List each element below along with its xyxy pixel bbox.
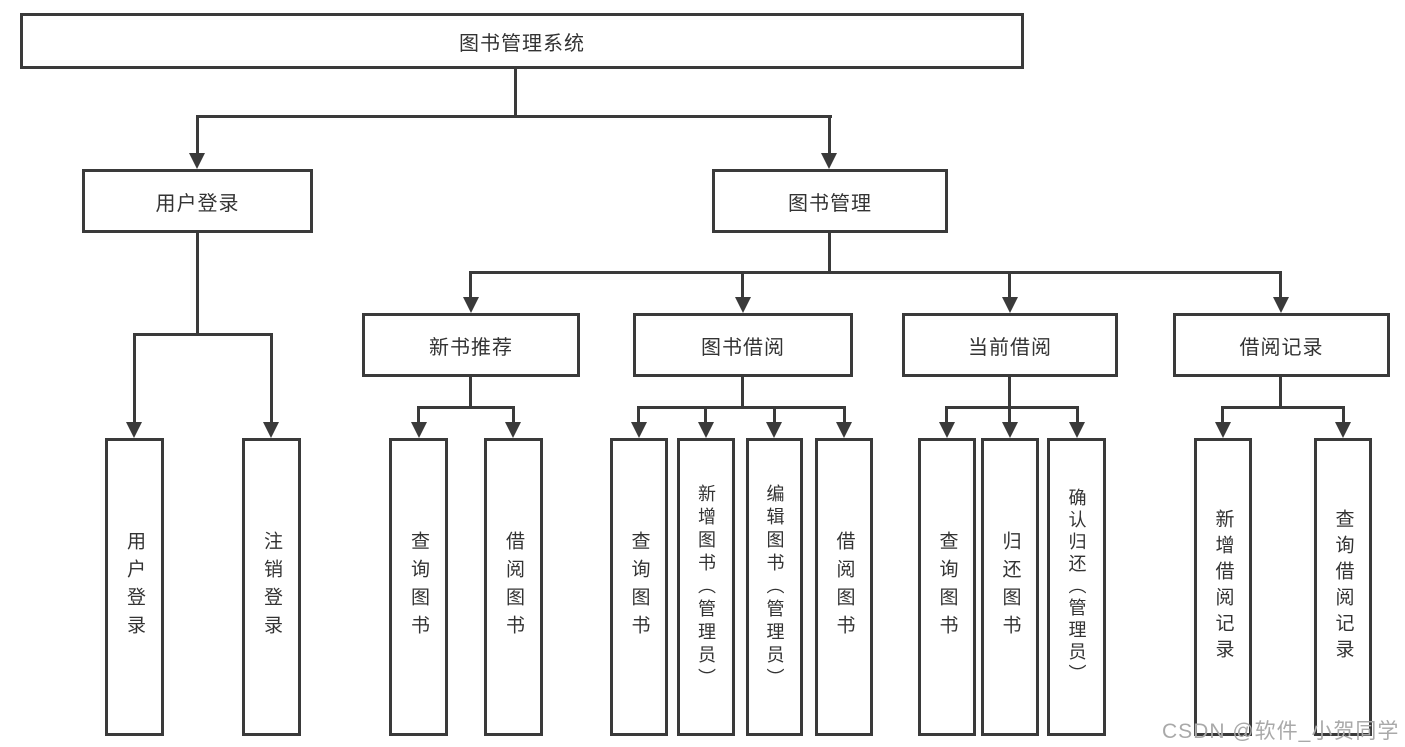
leaf-edit-book-admin: 编辑图书（管理员） [746,438,803,736]
connector-to-leaf-logout [270,333,273,424]
leaf-user-login: 用户登录 [105,438,164,736]
connector-to-leaf-return-book [1008,406,1011,424]
connector-to-leaf-borrow2 [843,406,846,424]
connector-to-leaf-confirm-return [1076,406,1079,424]
connector-book-borrow-stub [741,377,744,409]
node-root-label: 图书管理系统 [459,32,585,55]
leaf-return-book-label: 归还图书 [999,531,1021,643]
node-current-borrow-label: 当前借阅 [968,336,1052,359]
node-current-borrow: 当前借阅 [902,313,1118,377]
arrowhead-leaf-query-record [1335,422,1351,438]
leaf-borrow-books-label: 借阅图书 [833,531,855,643]
leaf-add-borrow-record-label: 新增借阅记录 [1212,509,1234,665]
connector-to-book-management [828,115,831,155]
leaf-query-books-current-label: 查询图书 [936,531,958,643]
connector-to-leaf-user-login [133,333,136,424]
node-book-management-label: 图书管理 [788,192,872,215]
arrowhead-leaf-borrow2 [836,422,852,438]
leaf-query-borrow-record: 查询借阅记录 [1314,438,1372,736]
connector-to-user-login [196,115,199,155]
arrowhead-current-borrow [1002,297,1018,313]
leaf-edit-book-admin-label: 编辑图书（管理员） [764,483,785,691]
connector-current-borrow-split [945,406,1079,409]
connector-to-leaf-query-record [1342,406,1345,424]
connector-to-leaf-add-book [704,406,707,424]
node-root: 图书管理系统 [20,13,1024,69]
leaf-query-books-recommend: 查询图书 [389,438,448,736]
connector-book-borrow-split [637,406,846,409]
node-borrow-records: 借阅记录 [1173,313,1390,377]
connector-to-leaf-borrow1 [512,406,515,424]
leaf-logout-label: 注销登录 [261,531,282,643]
arrowhead-leaf-query1 [411,422,427,438]
node-book-borrow: 图书借阅 [633,313,853,377]
leaf-user-login-label: 用户登录 [124,531,145,643]
leaf-add-book-admin: 新增图书（管理员） [677,438,735,736]
leaf-query-borrow-record-label: 查询借阅记录 [1332,509,1354,665]
connector-new-book-split [417,406,515,409]
connector-new-book-stub [469,377,472,409]
leaf-query-books-borrow: 查询图书 [610,438,668,736]
node-user-login-label: 用户登录 [155,192,240,215]
node-book-management: 图书管理 [712,169,948,233]
leaf-borrow-books-recommend-label: 借阅图书 [503,531,524,643]
leaf-logout: 注销登录 [242,438,301,736]
connector-user-login-stub [196,233,199,335]
node-user-login: 用户登录 [82,169,313,233]
connector-user-login-split [133,333,272,336]
arrowhead-leaf-add-record [1215,422,1231,438]
arrowhead-book-management [821,153,837,169]
connector-to-leaf-edit-book [773,406,776,424]
leaf-add-borrow-record: 新增借阅记录 [1194,438,1252,736]
leaf-add-book-admin-label: 新增图书（管理员） [696,483,716,691]
arrowhead-user-login [189,153,205,169]
arrowhead-leaf-return-book [1002,422,1018,438]
arrowhead-leaf-query3 [939,422,955,438]
leaf-borrow-books-recommend: 借阅图书 [484,438,543,736]
leaf-confirm-return-admin-label: 确认归还（管理员） [1066,488,1087,686]
arrowhead-leaf-query2 [631,422,647,438]
connector-level1-split [196,115,832,118]
arrowhead-leaf-add-book [698,422,714,438]
node-new-book-recommend-label: 新书推荐 [429,336,513,359]
node-new-book-recommend: 新书推荐 [362,313,580,377]
connector-root-stub [514,69,517,118]
arrowhead-leaf-edit-book [766,422,782,438]
connector-to-leaf-query1 [417,406,420,424]
connector-to-borrow-records [1279,271,1282,299]
leaf-query-books-borrow-label: 查询图书 [628,531,650,643]
connector-to-book-borrow [741,271,744,299]
connector-to-leaf-query3 [945,406,948,424]
node-borrow-records-label: 借阅记录 [1239,336,1324,359]
connector-borrow-records-split [1221,406,1345,409]
arrowhead-leaf-logout [263,422,279,438]
connector-book-management-stub [828,233,831,274]
connector-current-borrow-stub [1008,377,1011,409]
connector-to-leaf-add-record [1221,406,1224,424]
node-book-borrow-label: 图书借阅 [701,336,785,359]
leaf-query-books-recommend-label: 查询图书 [408,531,429,643]
arrowhead-leaf-confirm-return [1069,422,1085,438]
csdn-watermark: CSDN @软件_小贺同学 [1162,720,1400,743]
arrowhead-new-book [463,297,479,313]
connector-borrow-records-stub [1279,377,1282,409]
arrowhead-leaf-user-login [126,422,142,438]
connector-to-current-borrow [1008,271,1011,299]
arrowhead-book-borrow [735,297,751,313]
connector-to-leaf-query2 [637,406,640,424]
arrowhead-leaf-borrow1 [505,422,521,438]
connector-to-new-book [469,271,472,299]
leaf-confirm-return-admin: 确认归还（管理员） [1047,438,1106,736]
connector-level3-split [469,271,1282,274]
leaf-query-books-current: 查询图书 [918,438,976,736]
arrowhead-borrow-records [1273,297,1289,313]
leaf-borrow-books: 借阅图书 [815,438,873,736]
leaf-return-book: 归还图书 [981,438,1039,736]
